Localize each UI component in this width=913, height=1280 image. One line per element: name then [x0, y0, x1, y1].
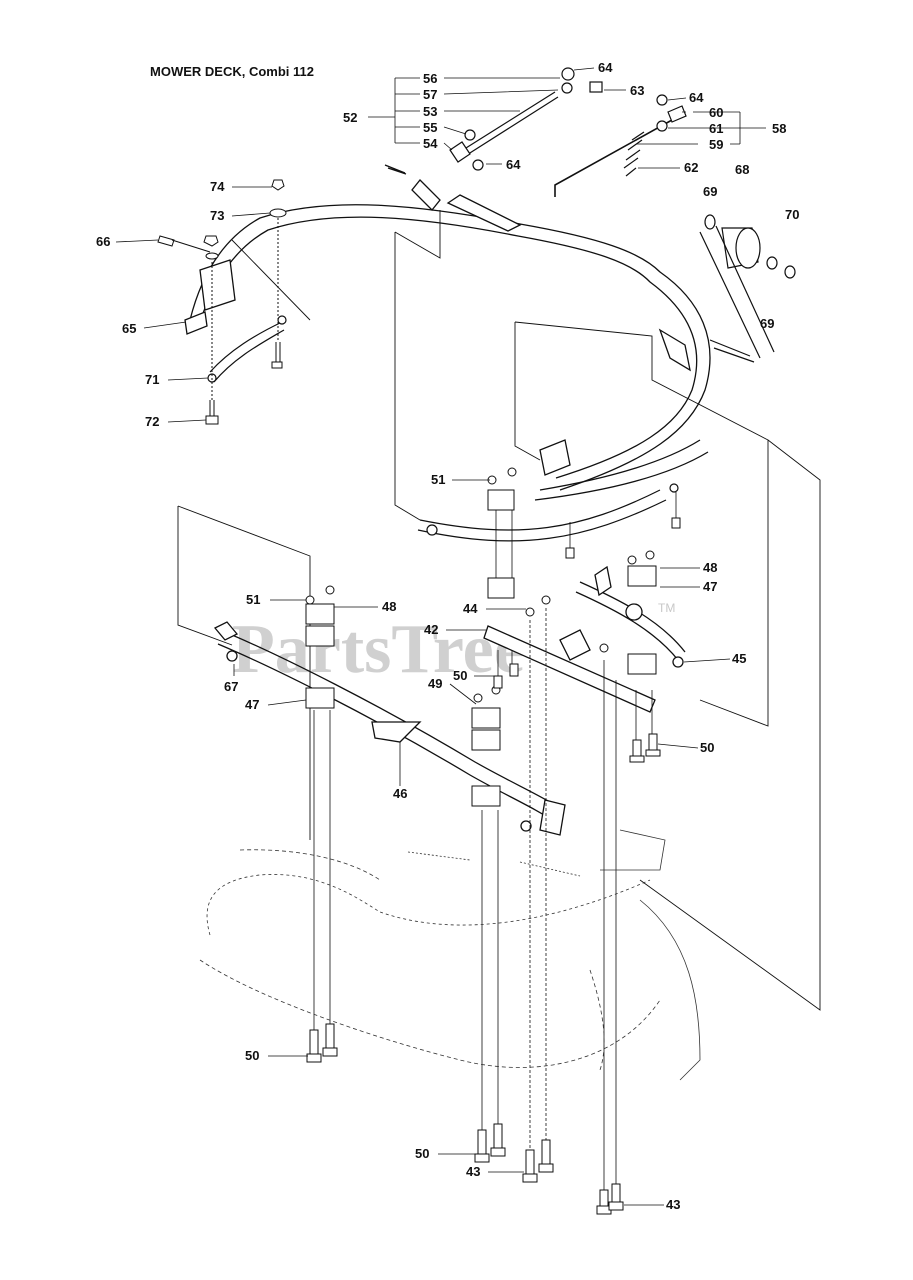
label-66: 66 — [96, 234, 110, 249]
label-56: 56 — [423, 71, 437, 86]
label-53: 53 — [423, 104, 437, 119]
label-64c: 64 — [689, 90, 704, 105]
label-48a: 48 — [703, 560, 717, 575]
label-51b: 51 — [246, 592, 260, 607]
label-65: 65 — [122, 321, 136, 336]
label-52: 52 — [343, 110, 357, 125]
bolts-left — [157, 179, 287, 425]
label-69a: 69 — [703, 184, 717, 199]
label-50d: 50 — [415, 1146, 429, 1161]
part-labels: 56 57 53 55 54 52 64 63 64 64 60 61 59 5… — [96, 60, 799, 1212]
label-46: 46 — [393, 786, 407, 801]
label-49: 49 — [428, 676, 442, 691]
reference-planes — [177, 210, 821, 1011]
label-51a: 51 — [431, 472, 445, 487]
roller-assembly — [699, 214, 796, 363]
label-59: 59 — [709, 137, 723, 152]
leader-lines — [368, 67, 766, 169]
label-64b: 64 — [506, 157, 521, 172]
label-74: 74 — [210, 179, 225, 194]
label-57: 57 — [423, 87, 437, 102]
label-44: 44 — [463, 601, 478, 616]
label-73: 73 — [210, 208, 224, 223]
label-54: 54 — [423, 136, 438, 151]
bottom-bolts — [306, 517, 681, 1215]
front-axle-bar — [213, 565, 686, 836]
label-69b: 69 — [760, 316, 774, 331]
label-58: 58 — [772, 121, 786, 136]
watermark: PartsTree — [232, 611, 525, 688]
bolt-guide-lines — [313, 492, 677, 1190]
label-63: 63 — [630, 83, 644, 98]
label-48b: 48 — [382, 599, 396, 614]
label-leaders — [115, 186, 731, 1206]
label-50c: 50 — [245, 1048, 259, 1063]
label-70: 70 — [785, 207, 799, 222]
deck-outline — [199, 829, 701, 1081]
label-67: 67 — [224, 679, 238, 694]
lift-rod-assembly — [449, 67, 687, 197]
label-47a: 47 — [703, 579, 717, 594]
label-43b: 43 — [666, 1197, 680, 1212]
label-72: 72 — [145, 414, 159, 429]
label-50b: 50 — [700, 740, 714, 755]
label-43a: 43 — [466, 1164, 480, 1179]
label-71: 71 — [145, 372, 159, 387]
deck-frame — [184, 164, 711, 501]
diagram-title: MOWER DECK, Combi 112 — [150, 64, 314, 79]
label-55: 55 — [423, 120, 437, 135]
label-62: 62 — [684, 160, 698, 175]
watermark-tm: TM — [658, 601, 675, 615]
hanger-arms — [207, 315, 679, 542]
label-68: 68 — [735, 162, 749, 177]
label-47b: 47 — [245, 697, 259, 712]
label-45: 45 — [732, 651, 746, 666]
label-61: 61 — [709, 121, 723, 136]
label-50a: 50 — [453, 668, 467, 683]
label-42: 42 — [424, 622, 438, 637]
clamp-brackets — [305, 467, 657, 807]
label-64a: 64 — [598, 60, 613, 75]
label-60: 60 — [709, 105, 723, 120]
